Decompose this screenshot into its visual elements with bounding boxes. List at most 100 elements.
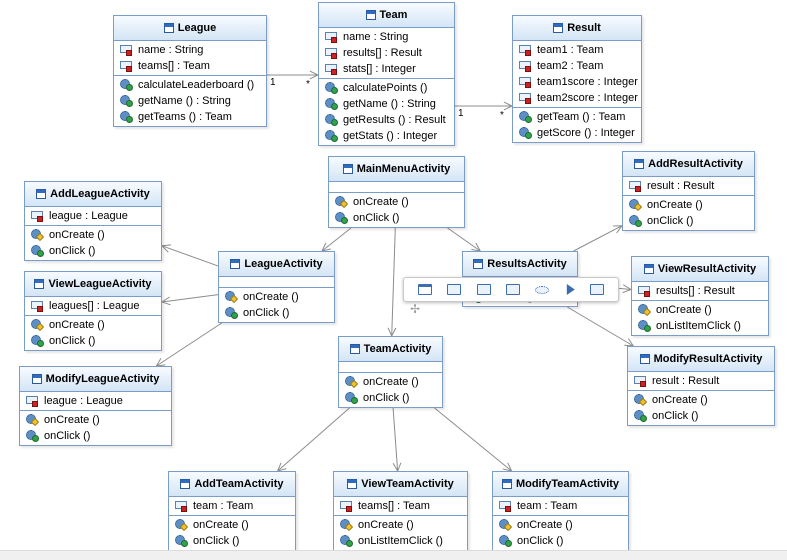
operation-row[interactable]: calculatePoints () xyxy=(319,80,454,96)
operation-row[interactable]: onClick () xyxy=(20,428,171,444)
private-field-icon xyxy=(519,44,533,56)
operation-row[interactable]: calculateLeaderboard () xyxy=(114,77,266,93)
operation-row[interactable]: onClick () xyxy=(623,213,754,229)
attribute-row[interactable]: result : Result xyxy=(623,178,754,194)
navigation-line[interactable] xyxy=(321,227,352,252)
operation-row[interactable]: onCreate () xyxy=(169,517,295,533)
operation-row[interactable]: onCreate () xyxy=(20,412,171,428)
operation-text: onCreate () xyxy=(49,229,105,241)
operation-row[interactable]: onClick () xyxy=(25,243,161,259)
operation-row[interactable]: onCreate () xyxy=(25,317,161,333)
attributes-compartment xyxy=(219,277,334,288)
attribute-row[interactable]: team : Team xyxy=(493,498,628,514)
association-tool-icon[interactable] xyxy=(566,284,575,295)
operation-row[interactable]: onListItemClick () xyxy=(632,318,768,334)
attribute-text: team : Team xyxy=(193,500,254,512)
attribute-row[interactable]: team2 : Team xyxy=(513,58,641,74)
usecase-tool-icon[interactable] xyxy=(535,285,550,294)
operation-row[interactable]: onClick () xyxy=(25,333,161,349)
operation-row[interactable]: onCreate () xyxy=(25,227,161,243)
attribute-row[interactable]: name : String xyxy=(114,42,266,58)
attribute-row[interactable]: league : League xyxy=(20,393,171,409)
operation-row[interactable]: onClick () xyxy=(493,533,628,549)
attribute-row[interactable]: team1 : Team xyxy=(513,42,641,58)
public-method-icon xyxy=(325,114,339,126)
operation-row[interactable]: getResults () : Result xyxy=(319,112,454,128)
datatype-tool-icon[interactable] xyxy=(590,284,605,295)
attribute-row[interactable]: team2score : Integer xyxy=(513,90,641,106)
operations-compartment: onCreate ()onClick () xyxy=(339,373,442,407)
attribute-row[interactable]: league : League xyxy=(25,208,161,224)
operation-row[interactable]: getTeams () : Team xyxy=(114,109,266,125)
interface-tool-icon[interactable] xyxy=(476,284,491,295)
attribute-row[interactable]: team : Team xyxy=(169,498,295,514)
operation-row[interactable]: onCreate () xyxy=(219,289,334,305)
class-name: ModifyResultActivity xyxy=(653,353,763,365)
attribute-row[interactable]: results[] : Result xyxy=(632,283,768,299)
operation-row[interactable]: getStats () : Integer xyxy=(319,128,454,144)
navigation-line[interactable] xyxy=(434,407,512,472)
operation-row[interactable]: getName () : String xyxy=(114,93,266,109)
attribute-row[interactable]: leagues[] : League xyxy=(25,298,161,314)
class-icon xyxy=(553,23,564,33)
class-box-modify-result-activity[interactable]: ModifyResultActivity result : Result onCre… xyxy=(627,346,775,426)
navigation-line[interactable] xyxy=(573,225,623,252)
attributes-compartment: league : League xyxy=(25,207,161,226)
attribute-row[interactable]: results[] : Result xyxy=(319,45,454,61)
operation-row[interactable]: onCreate () xyxy=(493,517,628,533)
navigation-line[interactable] xyxy=(156,322,223,367)
operation-row[interactable]: onCreate () xyxy=(632,302,768,318)
operation-row[interactable]: onCreate () xyxy=(623,197,754,213)
horizontal-scrollbar[interactable] xyxy=(0,550,787,560)
attribute-row[interactable]: stats[] : Integer xyxy=(319,61,454,77)
operation-row[interactable]: onClick () xyxy=(219,305,334,321)
package-tool-icon[interactable] xyxy=(417,284,432,295)
navigation-line[interactable] xyxy=(161,245,219,267)
operation-row[interactable]: onClick () xyxy=(339,390,442,406)
class-icon xyxy=(501,479,512,489)
attribute-row[interactable]: result : Result xyxy=(628,373,774,389)
navigation-line[interactable] xyxy=(277,407,350,472)
attribute-row[interactable]: team1score : Integer xyxy=(513,74,641,90)
operation-row[interactable]: onListItemClick () xyxy=(334,533,467,549)
attributes-compartment xyxy=(339,362,442,373)
operation-row[interactable]: onClick () xyxy=(329,210,464,226)
navigation-line[interactable] xyxy=(392,407,399,472)
operation-row[interactable]: getTeam () : Team xyxy=(513,109,641,125)
operation-row[interactable]: onCreate () xyxy=(628,392,774,408)
navigation-line[interactable] xyxy=(447,227,481,252)
operation-row[interactable]: getName () : String xyxy=(319,96,454,112)
class-header: ResultsActivity xyxy=(463,252,577,277)
operation-row[interactable]: onCreate () xyxy=(329,194,464,210)
operation-row[interactable]: onCreate () xyxy=(334,517,467,533)
operation-text: getResults () : Result xyxy=(343,114,446,126)
attribute-row[interactable]: name : String xyxy=(319,29,454,45)
class-header: ViewResultActivity xyxy=(632,257,768,282)
attribute-row[interactable]: teams[] : Team xyxy=(114,58,266,74)
class-tool-icon[interactable] xyxy=(447,284,462,295)
private-field-icon xyxy=(519,92,533,104)
attribute-row[interactable]: teams[] : Team xyxy=(334,498,467,514)
navigation-line[interactable] xyxy=(567,306,634,347)
enum-tool-icon[interactable] xyxy=(505,284,520,295)
operation-row[interactable]: onClick () xyxy=(169,533,295,549)
navigation-line[interactable] xyxy=(391,227,396,337)
operation-row[interactable]: onClick () xyxy=(628,408,774,424)
operation-row[interactable]: getScore () : Integer xyxy=(513,125,641,141)
operation-row[interactable]: onCreate () xyxy=(339,374,442,390)
navigation-line[interactable] xyxy=(161,294,219,303)
